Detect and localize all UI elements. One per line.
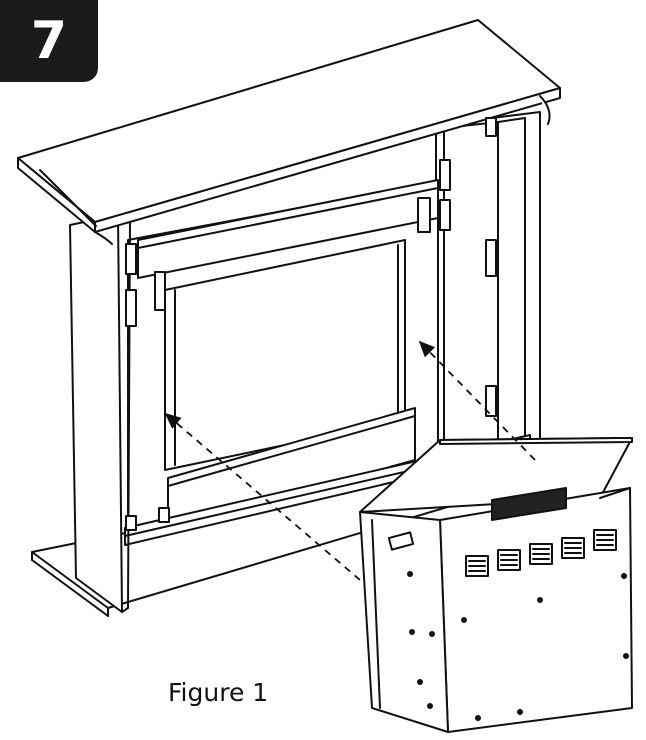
step-number: 7	[30, 11, 68, 71]
insert-screws	[407, 571, 629, 721]
left-side-column	[69, 214, 131, 613]
fireplace-insert	[359, 437, 633, 733]
dashed-arrow-icon	[164, 412, 361, 581]
mantel-shelf	[17, 19, 561, 245]
step-number-badge: 7	[0, 0, 98, 82]
insert-vents	[465, 529, 617, 577]
figure-caption: Figure 1	[168, 678, 269, 707]
right-side-column	[435, 111, 541, 479]
insertion-arrows	[164, 340, 536, 581]
top-rail	[137, 179, 439, 279]
dashed-arrow-icon	[418, 340, 536, 461]
